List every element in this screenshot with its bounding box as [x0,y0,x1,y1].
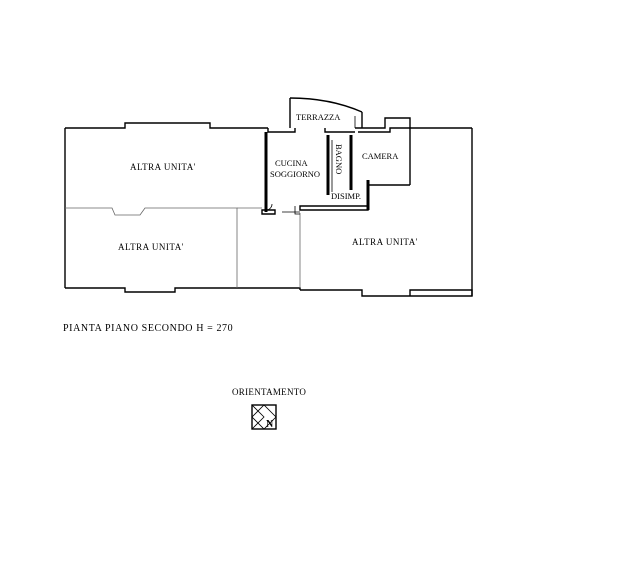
plan-caption: PIANTA PIANO SECONDO H = 270 [63,323,233,334]
room-label-camera: CAMERA [362,151,399,161]
room-label-bagno: BAGNO [334,144,344,174]
building-outline [64,117,473,297]
room-label-altra-unita-right: ALTRA UNITA' [352,237,418,247]
compass-north-icon: N [251,404,277,430]
internal-walls [65,207,301,288]
room-label-altra-unita-bottom-left: ALTRA UNITA' [118,242,184,252]
north-letter: N [266,419,274,430]
room-label-terrazza: TERRAZZA [296,112,341,122]
room-label-altra-unita-top-left: ALTRA UNITA' [130,162,196,172]
terrazza-outline [289,97,363,128]
orientation-label: ORIENTAMENTO [232,387,306,397]
room-label-soggiorno: SOGGIORNO [270,169,320,179]
apartment-walls [261,127,411,215]
room-label-cucina: CUCINA [275,158,308,168]
room-label-disimp: DISIMP. [331,191,361,201]
